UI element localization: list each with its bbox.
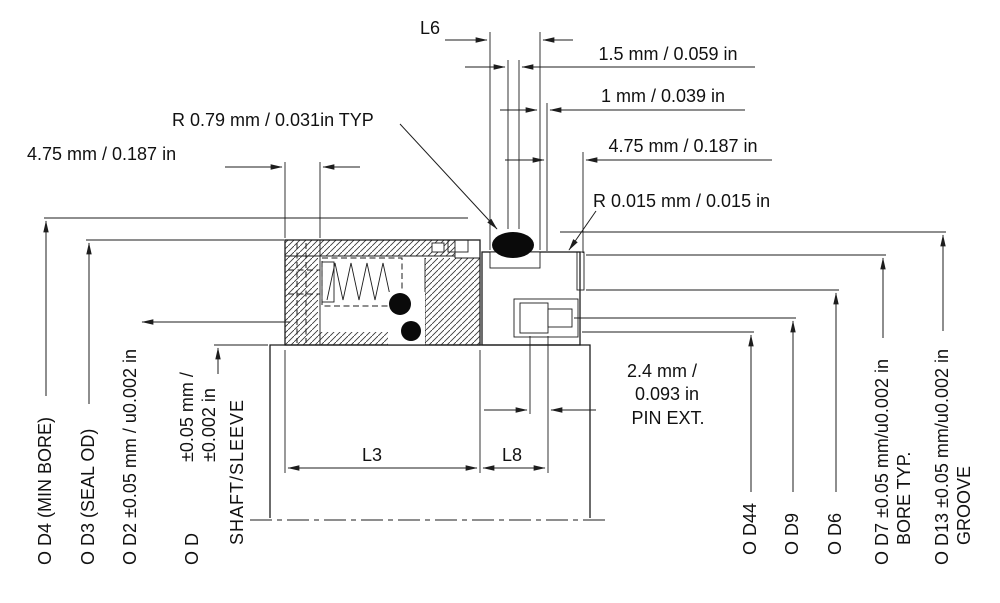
o-rings [389, 232, 534, 341]
label-d44: O D44 [740, 503, 760, 555]
seat-lip [576, 251, 585, 291]
extension-lines [284, 32, 584, 473]
dim-4-75-right-label: 4.75 mm / 0.187 in [608, 136, 757, 156]
radius-0-015-leader [568, 210, 597, 251]
shaft-sleeve [250, 344, 608, 521]
spring-retainer [321, 261, 335, 303]
o-ring-primary [389, 293, 411, 315]
dimension-arrows [225, 37, 772, 471]
label-shaft-sleeve: SHAFT/SLEEVE [227, 399, 247, 545]
dim-l3-label: L3 [362, 445, 382, 465]
dim-1mm-label: 1 mm / 0.039 in [601, 86, 725, 106]
right-diameter-labels: O D44 O D9 O D6 O D7 ±0.05 mm/u0.002 in … [740, 349, 974, 565]
label-d3-seal-od: O D3 (SEAL OD) [78, 429, 98, 565]
dim-l8-label: L8 [502, 445, 522, 465]
pin-extension [547, 308, 573, 328]
pin-ext-label: PIN EXT. [631, 408, 704, 428]
spring-coil [326, 262, 392, 301]
pin-ext-mm-label: 2.4 mm / [627, 361, 697, 381]
label-d13: O D13 ±0.05 mm/u0.002 in [932, 349, 952, 565]
label-d7: O D7 ±0.05 mm/u0.002 in [872, 359, 892, 565]
label-d-tol-in: ±0.002 in [199, 388, 219, 462]
dimension-labels: L6 1.5 mm / 0.059 in 1 mm / 0.039 in R 0… [27, 18, 770, 465]
o-ring-seat [492, 232, 534, 258]
radius-0-015-label: R 0.015 mm / 0.015 in [593, 191, 770, 211]
label-d9: O D9 [782, 513, 802, 555]
dim-1-5mm-label: 1.5 mm / 0.059 in [598, 44, 737, 64]
label-d-tol-mm: ±0.05 mm / [177, 372, 197, 462]
o-ring-sleeve [401, 321, 421, 341]
feature-lines [43, 217, 946, 492]
pin-ext-in-label: 0.093 in [635, 384, 699, 404]
label-d7-bore-typ: BORE TYP. [894, 452, 914, 545]
dim-l6-label: L6 [420, 18, 440, 38]
stationary-seat [481, 251, 585, 346]
label-d6: O D6 [825, 513, 845, 555]
left-diameter-labels: O D4 (MIN BORE) O D3 (SEAL OD) O D2 ±0.0… [35, 349, 247, 565]
rotating-seal-assembly [284, 239, 481, 346]
radius-typ-leader [399, 123, 498, 230]
label-d13-groove: GROOVE [954, 466, 974, 545]
label-d: O D [182, 533, 202, 565]
dim-4-75-left-label: 4.75 mm / 0.187 in [27, 144, 176, 164]
label-d2: O D2 ±0.05 mm / u0.002 in [120, 349, 140, 565]
label-d4-min-bore: O D4 (MIN BORE) [35, 417, 55, 565]
radius-typ-label: R 0.79 mm / 0.031in TYP [172, 110, 374, 130]
